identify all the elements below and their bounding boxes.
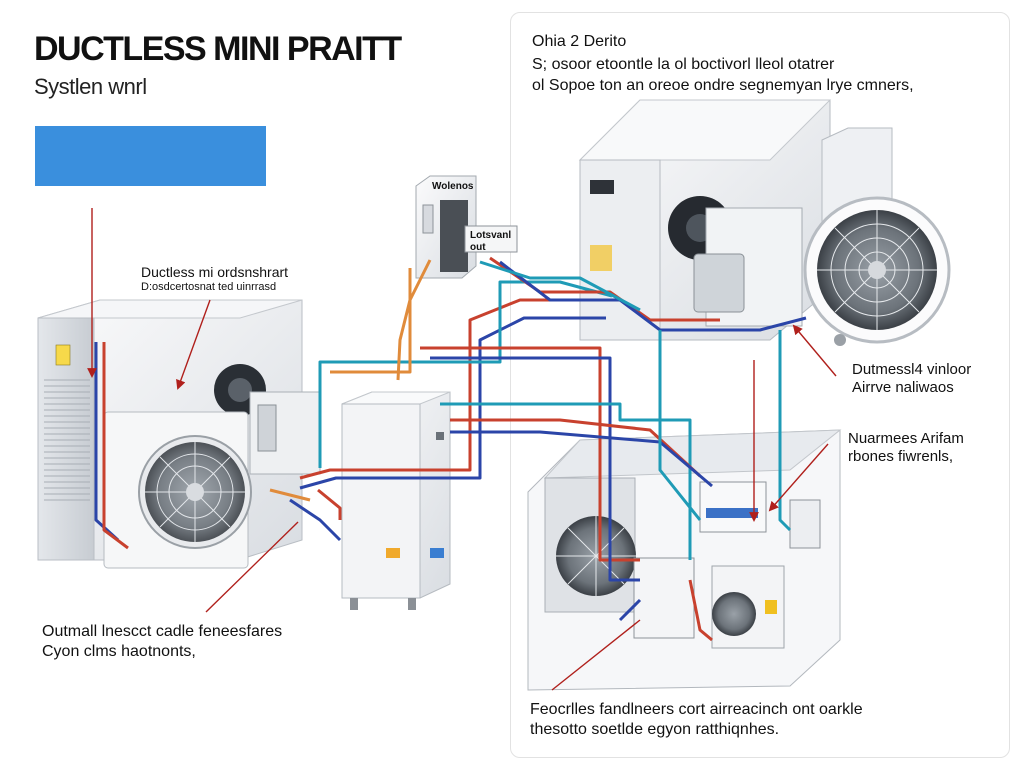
unit-sub-label: D:osdcertosnat ted uinrrasd	[141, 281, 277, 293]
outdoor-right-label: Dutmessl4 vinloor Airrve naliwaos	[852, 361, 972, 396]
outdoor-note-label: Nuarmees Arifam rbones fiwrenls,	[848, 430, 964, 465]
leader-lines	[87, 208, 837, 691]
leader-line-4	[792, 324, 837, 377]
bottom-note-label: Feocrlles fandlneers cort airreacinch on…	[530, 701, 863, 738]
info-line-1: S; osoor etoontle la ol boctivorl lleol …	[532, 56, 835, 73]
warning-label-icon	[55, 344, 71, 366]
info-panel-title: Ohia 2 Derito	[532, 33, 627, 50]
status-label-icon	[386, 548, 400, 558]
leader-line-2	[176, 299, 211, 390]
info-panel-body: S; osoor etoontle la ol boctivorl lleol …	[532, 54, 914, 96]
indoor-unit-lower-right	[527, 429, 842, 691]
refrigerant-lines	[94, 256, 807, 642]
leader-line-7	[551, 619, 641, 691]
outdoor-unit-upper-right	[578, 99, 951, 346]
leader-line-6	[205, 521, 299, 613]
indoor-unit-center	[341, 391, 451, 610]
junction-box	[464, 225, 518, 253]
outdoor-unit-left	[37, 299, 321, 569]
unit-name-label: Ductless mi ordsnshrart	[141, 264, 289, 280]
diagram-title: DUCTLESS MINI PRAITT	[34, 30, 402, 68]
info-line-2: ol Sopoe ton an oreoe ondre segnemyan lr…	[532, 77, 914, 94]
diagram-subtitle: Systlen wnrl	[34, 74, 147, 99]
switch-box-label: Wolenos	[432, 181, 474, 192]
leader-line-5	[768, 443, 829, 512]
blue-color-swatch	[35, 126, 266, 186]
disconnect-switch-box	[415, 175, 477, 279]
control-board	[699, 481, 767, 533]
left-note-label: Outmall lnescct cadle feneesfares Cyon c…	[42, 623, 283, 660]
junction-box-label: Lotsvanl out	[470, 230, 512, 253]
